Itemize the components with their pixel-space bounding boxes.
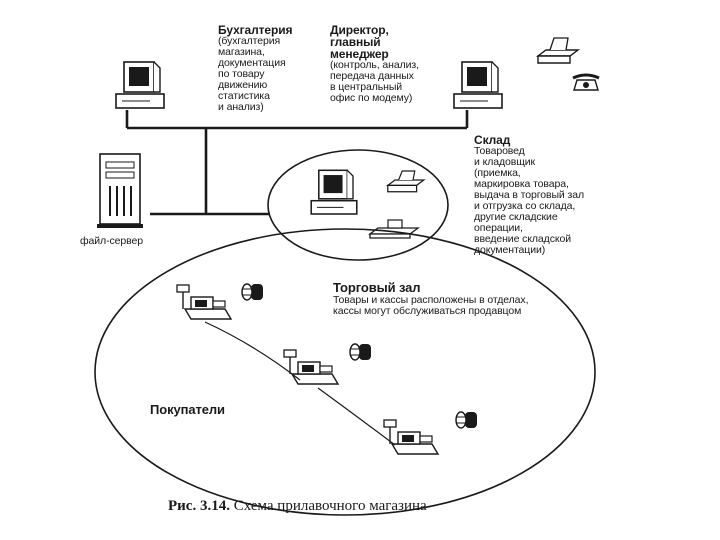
sales-floor-label: Торговый зал Товары и кассы расположены …	[333, 281, 528, 317]
warehouse-line: маркировка товара,	[474, 178, 569, 190]
director-line: передача данных	[330, 70, 414, 82]
file-server-label: файл-сервер	[80, 235, 143, 247]
accounting-line: движению	[218, 79, 268, 91]
printer-icon	[535, 37, 581, 64]
warehouse-scale-icon	[369, 219, 419, 239]
figure-number: Рис. 3.14.	[168, 498, 230, 514]
director-title-line: главный	[330, 35, 381, 49]
warehouse-line: Товаровед	[474, 145, 525, 157]
sales-floor-zone	[94, 228, 596, 516]
customer-head-icon	[349, 343, 372, 361]
warehouse-line: документации)	[474, 244, 546, 256]
figure-caption: Рис. 3.14. Схема прилавочного магазина	[168, 498, 427, 515]
accounting-computer-icon	[115, 61, 165, 109]
warehouse-label: Склад Товаровед и кладовщик (приемка, ма…	[474, 134, 584, 256]
accounting-line: статистика	[218, 90, 270, 102]
warehouse-printer-icon	[385, 170, 426, 193]
warehouse-line: и кладовщик	[474, 156, 536, 168]
customer-head-icon	[241, 283, 264, 301]
accounting-label: Бухгалтерия (бухгалтерия магазина, докум…	[218, 23, 293, 113]
cash-register-icon	[383, 419, 439, 455]
warehouse-line: другие складские	[474, 211, 558, 223]
accounting-line: (бухгалтерия	[218, 35, 281, 47]
accounting-line: магазина,	[218, 46, 265, 58]
director-label: Директор, главный менеджер (контроль, ан…	[330, 24, 419, 104]
warehouse-line: введение складской	[474, 233, 571, 245]
director-line: в центральный	[330, 81, 403, 93]
director-line: офис по модему)	[330, 92, 413, 104]
telephone-icon	[572, 73, 600, 91]
customer-head-icon	[455, 411, 478, 429]
warehouse-title: Склад	[474, 133, 511, 147]
sales-floor-line: Товары и кассы расположены в отделах,	[333, 294, 529, 306]
customers-label: Покупатели	[150, 403, 225, 417]
accounting-line: документация	[218, 57, 286, 69]
warehouse-line: операции,	[474, 222, 523, 234]
server-tower-icon	[97, 153, 143, 228]
register-link-2	[317, 387, 396, 446]
director-computer-icon	[453, 61, 503, 109]
director-title-line: Директор,	[330, 23, 389, 37]
sales-floor-title: Торговый зал	[333, 280, 421, 295]
figure-title: Схема прилавочного магазина	[233, 498, 427, 514]
warehouse-zone	[267, 149, 449, 261]
director-line: (контроль, анализ,	[330, 59, 419, 71]
accounting-line: по товару	[218, 68, 265, 80]
warehouse-computer-icon	[310, 169, 358, 215]
accounting-title: Бухгалтерия	[218, 23, 293, 37]
cash-register-icon	[176, 284, 232, 320]
customers-title: Покупатели	[150, 402, 225, 417]
warehouse-line: и отгрузка со склада,	[474, 200, 576, 212]
warehouse-line: выдача в торговый зал	[474, 189, 584, 201]
register-link-1	[204, 321, 301, 381]
cash-register-icon	[283, 349, 339, 385]
accounting-line: и анализ)	[218, 101, 264, 113]
sales-floor-line: кассы могут обслуживаться продавцом	[333, 305, 522, 317]
warehouse-line: (приемка,	[474, 167, 521, 179]
director-title-line: менеджер	[330, 47, 389, 61]
